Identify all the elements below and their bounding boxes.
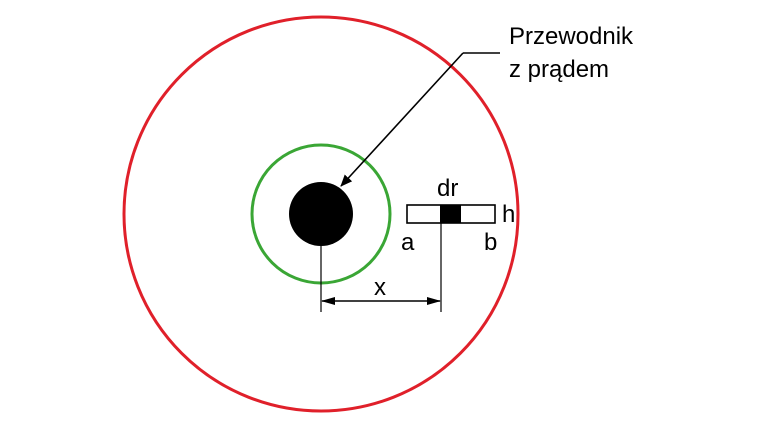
h-label: h bbox=[502, 201, 515, 228]
conductor-pointer-arrow-diagonal bbox=[340, 52, 464, 187]
outer-field-circle bbox=[122, 15, 520, 413]
current-conductor bbox=[289, 182, 353, 246]
a-label: a bbox=[401, 229, 415, 256]
dr-segment bbox=[440, 205, 461, 223]
dr-label: dr bbox=[437, 175, 458, 202]
conductor-label-line2: z prądem bbox=[509, 56, 609, 83]
conductor-label-line1: Przewodnik bbox=[509, 23, 634, 50]
x-label: x bbox=[374, 274, 386, 301]
b-label: b bbox=[484, 229, 497, 256]
